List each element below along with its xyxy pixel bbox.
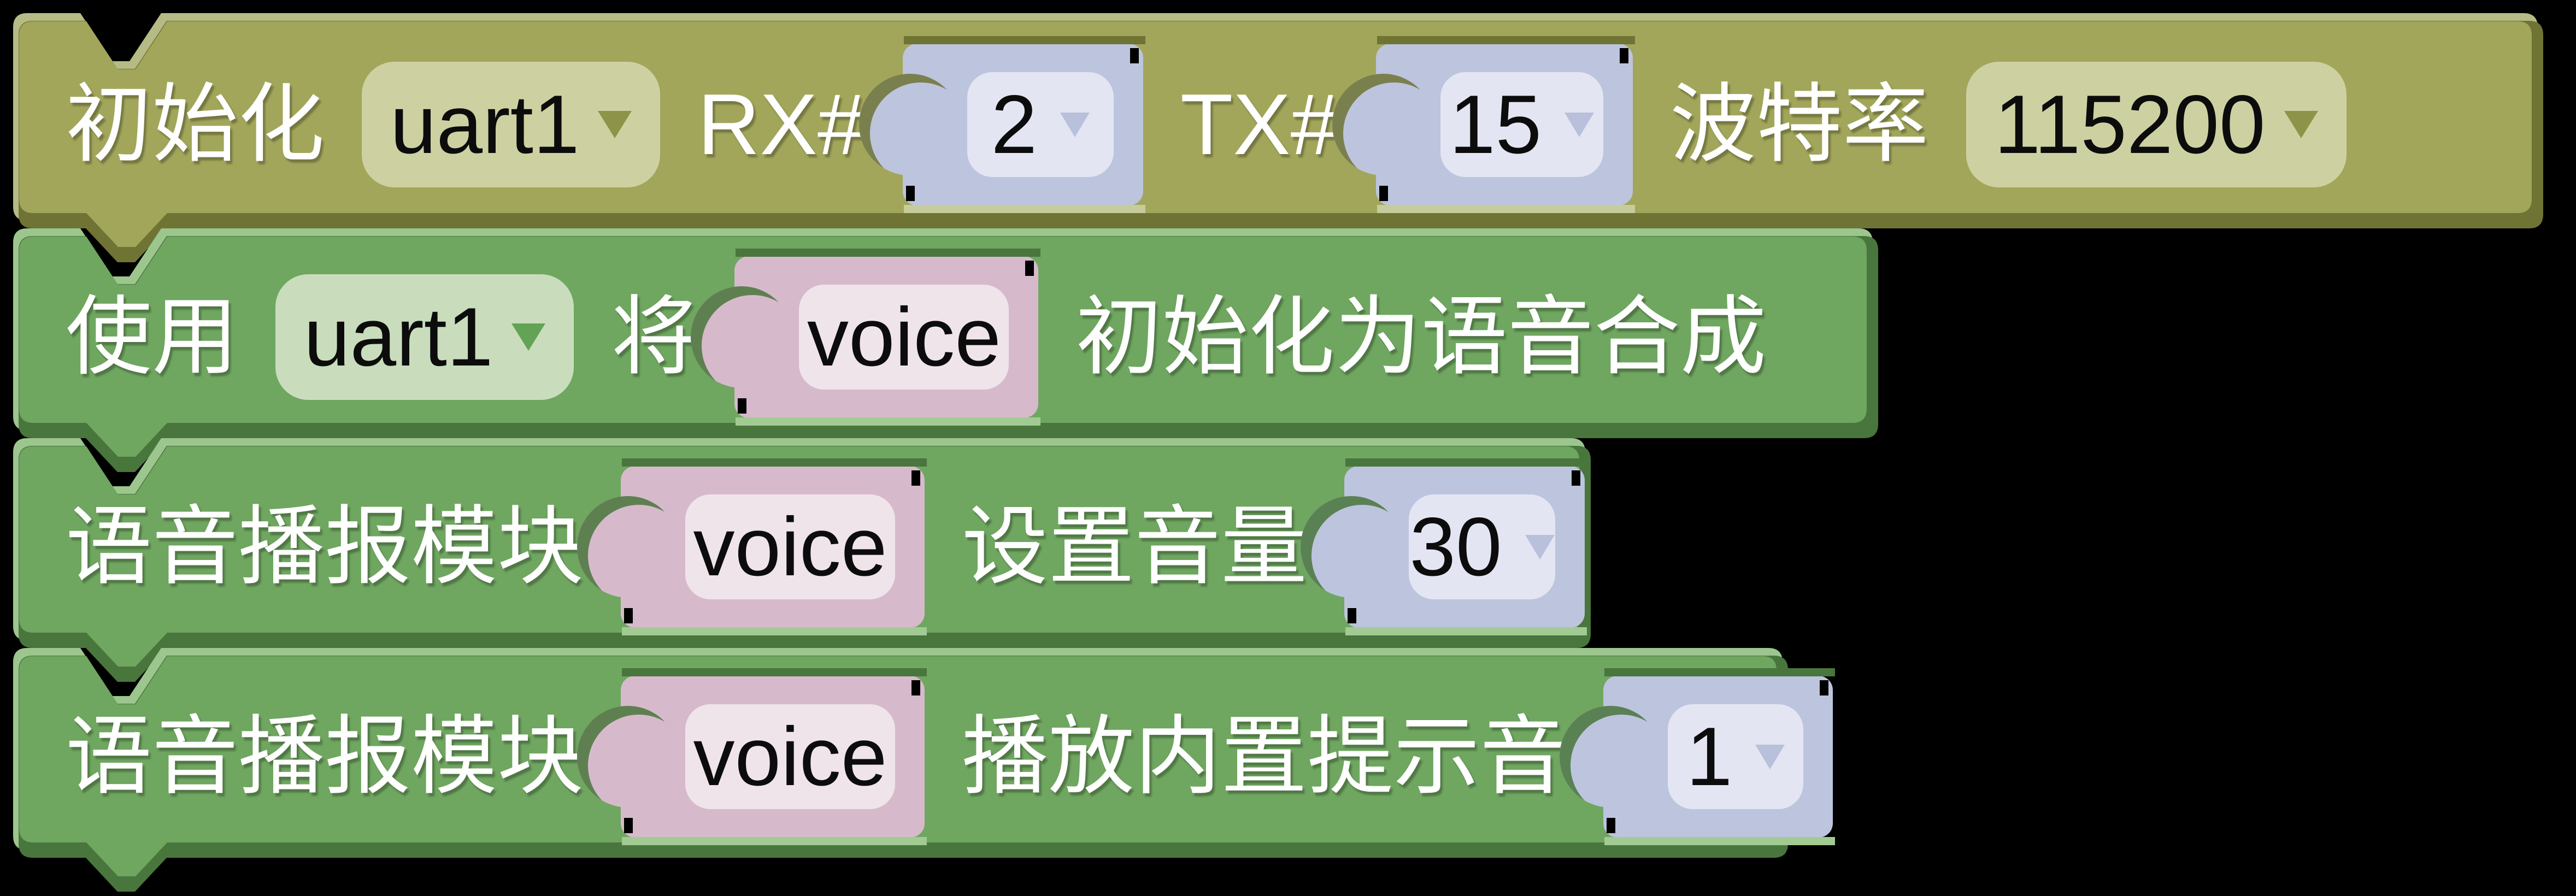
corner-mark xyxy=(624,608,633,623)
corner-mark xyxy=(911,680,920,695)
block-voice-play-builtin-tone[interactable]: 语音播报模块 voice 播放内置提示音 1 xyxy=(13,648,1835,892)
value-connector-icon xyxy=(1560,706,1661,807)
chevron-down-icon xyxy=(598,111,632,138)
socket-shadow xyxy=(1345,458,1587,467)
socket-shadow xyxy=(622,458,927,467)
block-content-row: 初始化 uart1 RX# 2 TX# xyxy=(13,21,2538,228)
socket-highlight xyxy=(1345,627,1587,635)
label-set-volume: 设置音量 xyxy=(962,499,1307,595)
socket-shadow xyxy=(736,249,1041,257)
block-voice-set-volume[interactable]: 语音播报模块 voice 设置音量 30 xyxy=(13,438,1591,682)
baudrate-dropdown[interactable]: 115200 xyxy=(1966,62,2346,187)
socket-shadow xyxy=(903,36,1145,44)
volume-value-dropdown[interactable]: 30 xyxy=(1301,458,1587,635)
chevron-down-icon xyxy=(2284,111,2318,138)
block-content-row: 语音播报模块 voice 设置音量 30 xyxy=(13,446,1587,648)
label-voice-module: 语音播报模块 xyxy=(66,709,584,805)
voice-object-value[interactable]: voice xyxy=(577,668,927,845)
corner-mark xyxy=(1025,261,1034,276)
tx-pin-value-dropdown[interactable]: 15 xyxy=(1332,36,1635,213)
block-content-row: 语音播报模块 voice 播放内置提示音 1 xyxy=(13,656,1835,858)
socket-highlight xyxy=(736,417,1041,426)
corner-mark xyxy=(1379,186,1388,201)
corner-mark xyxy=(738,398,747,414)
label-jiang: 将 xyxy=(611,289,698,385)
label-voice-module: 语音播报模块 xyxy=(66,499,584,595)
corner-mark xyxy=(1572,470,1580,486)
socket-shadow xyxy=(1604,668,1835,676)
label-baudrate: 波特率 xyxy=(1669,76,1929,173)
corner-mark xyxy=(1619,48,1628,63)
block-content-row: 使用 uart1 将 voice 初始化为语音合成 xyxy=(13,236,1873,438)
uart-port-dropdown[interactable]: uart1 xyxy=(275,274,574,400)
label-rx-pin: RX# xyxy=(697,76,866,173)
corner-mark xyxy=(1348,608,1356,623)
block-speech-synth-init[interactable]: 使用 uart1 将 voice 初始化为语音合成 xyxy=(13,228,1878,472)
value-connector-icon xyxy=(858,74,961,175)
socket-highlight xyxy=(622,627,927,635)
socket-shadow xyxy=(622,668,927,676)
socket-highlight xyxy=(622,837,927,845)
socket-highlight xyxy=(1377,205,1635,213)
label-tx-pin: TX# xyxy=(1180,76,1339,173)
value-connector-icon xyxy=(1301,496,1402,598)
block-serial-init[interactable]: 初始化 uart1 RX# 2 TX# xyxy=(13,13,2543,262)
voice-object-value[interactable]: voice xyxy=(691,249,1041,426)
value-connector-icon xyxy=(1332,74,1434,175)
chevron-down-icon xyxy=(1060,112,1090,137)
rx-pin-value-dropdown[interactable]: 2 xyxy=(858,36,1145,213)
value-connector-icon xyxy=(577,496,679,598)
label-init: 初始化 xyxy=(66,76,325,173)
value-connector-icon xyxy=(691,286,793,388)
corner-mark xyxy=(1820,680,1828,695)
corner-mark xyxy=(905,186,915,201)
label-init-as-speech-synth: 初始化为语音合成 xyxy=(1075,289,1767,385)
corner-mark xyxy=(1130,48,1139,63)
label-use: 使用 xyxy=(66,289,238,385)
tone-number-value-dropdown[interactable]: 1 xyxy=(1560,668,1835,845)
socket-highlight xyxy=(1604,837,1835,845)
chevron-down-icon xyxy=(511,323,546,351)
chevron-down-icon xyxy=(1525,534,1555,559)
uart-port-dropdown[interactable]: uart1 xyxy=(362,62,661,187)
chevron-down-icon xyxy=(1565,112,1595,137)
value-connector-icon xyxy=(577,706,679,807)
voice-object-value[interactable]: voice xyxy=(577,458,927,635)
label-play-builtin-tone: 播放内置提示音 xyxy=(962,709,1566,805)
socket-shadow xyxy=(1377,36,1635,44)
chevron-down-icon xyxy=(1755,744,1785,769)
corner-mark xyxy=(911,470,920,486)
socket-highlight xyxy=(903,205,1145,213)
corner-mark xyxy=(1607,818,1615,833)
corner-mark xyxy=(624,818,633,833)
